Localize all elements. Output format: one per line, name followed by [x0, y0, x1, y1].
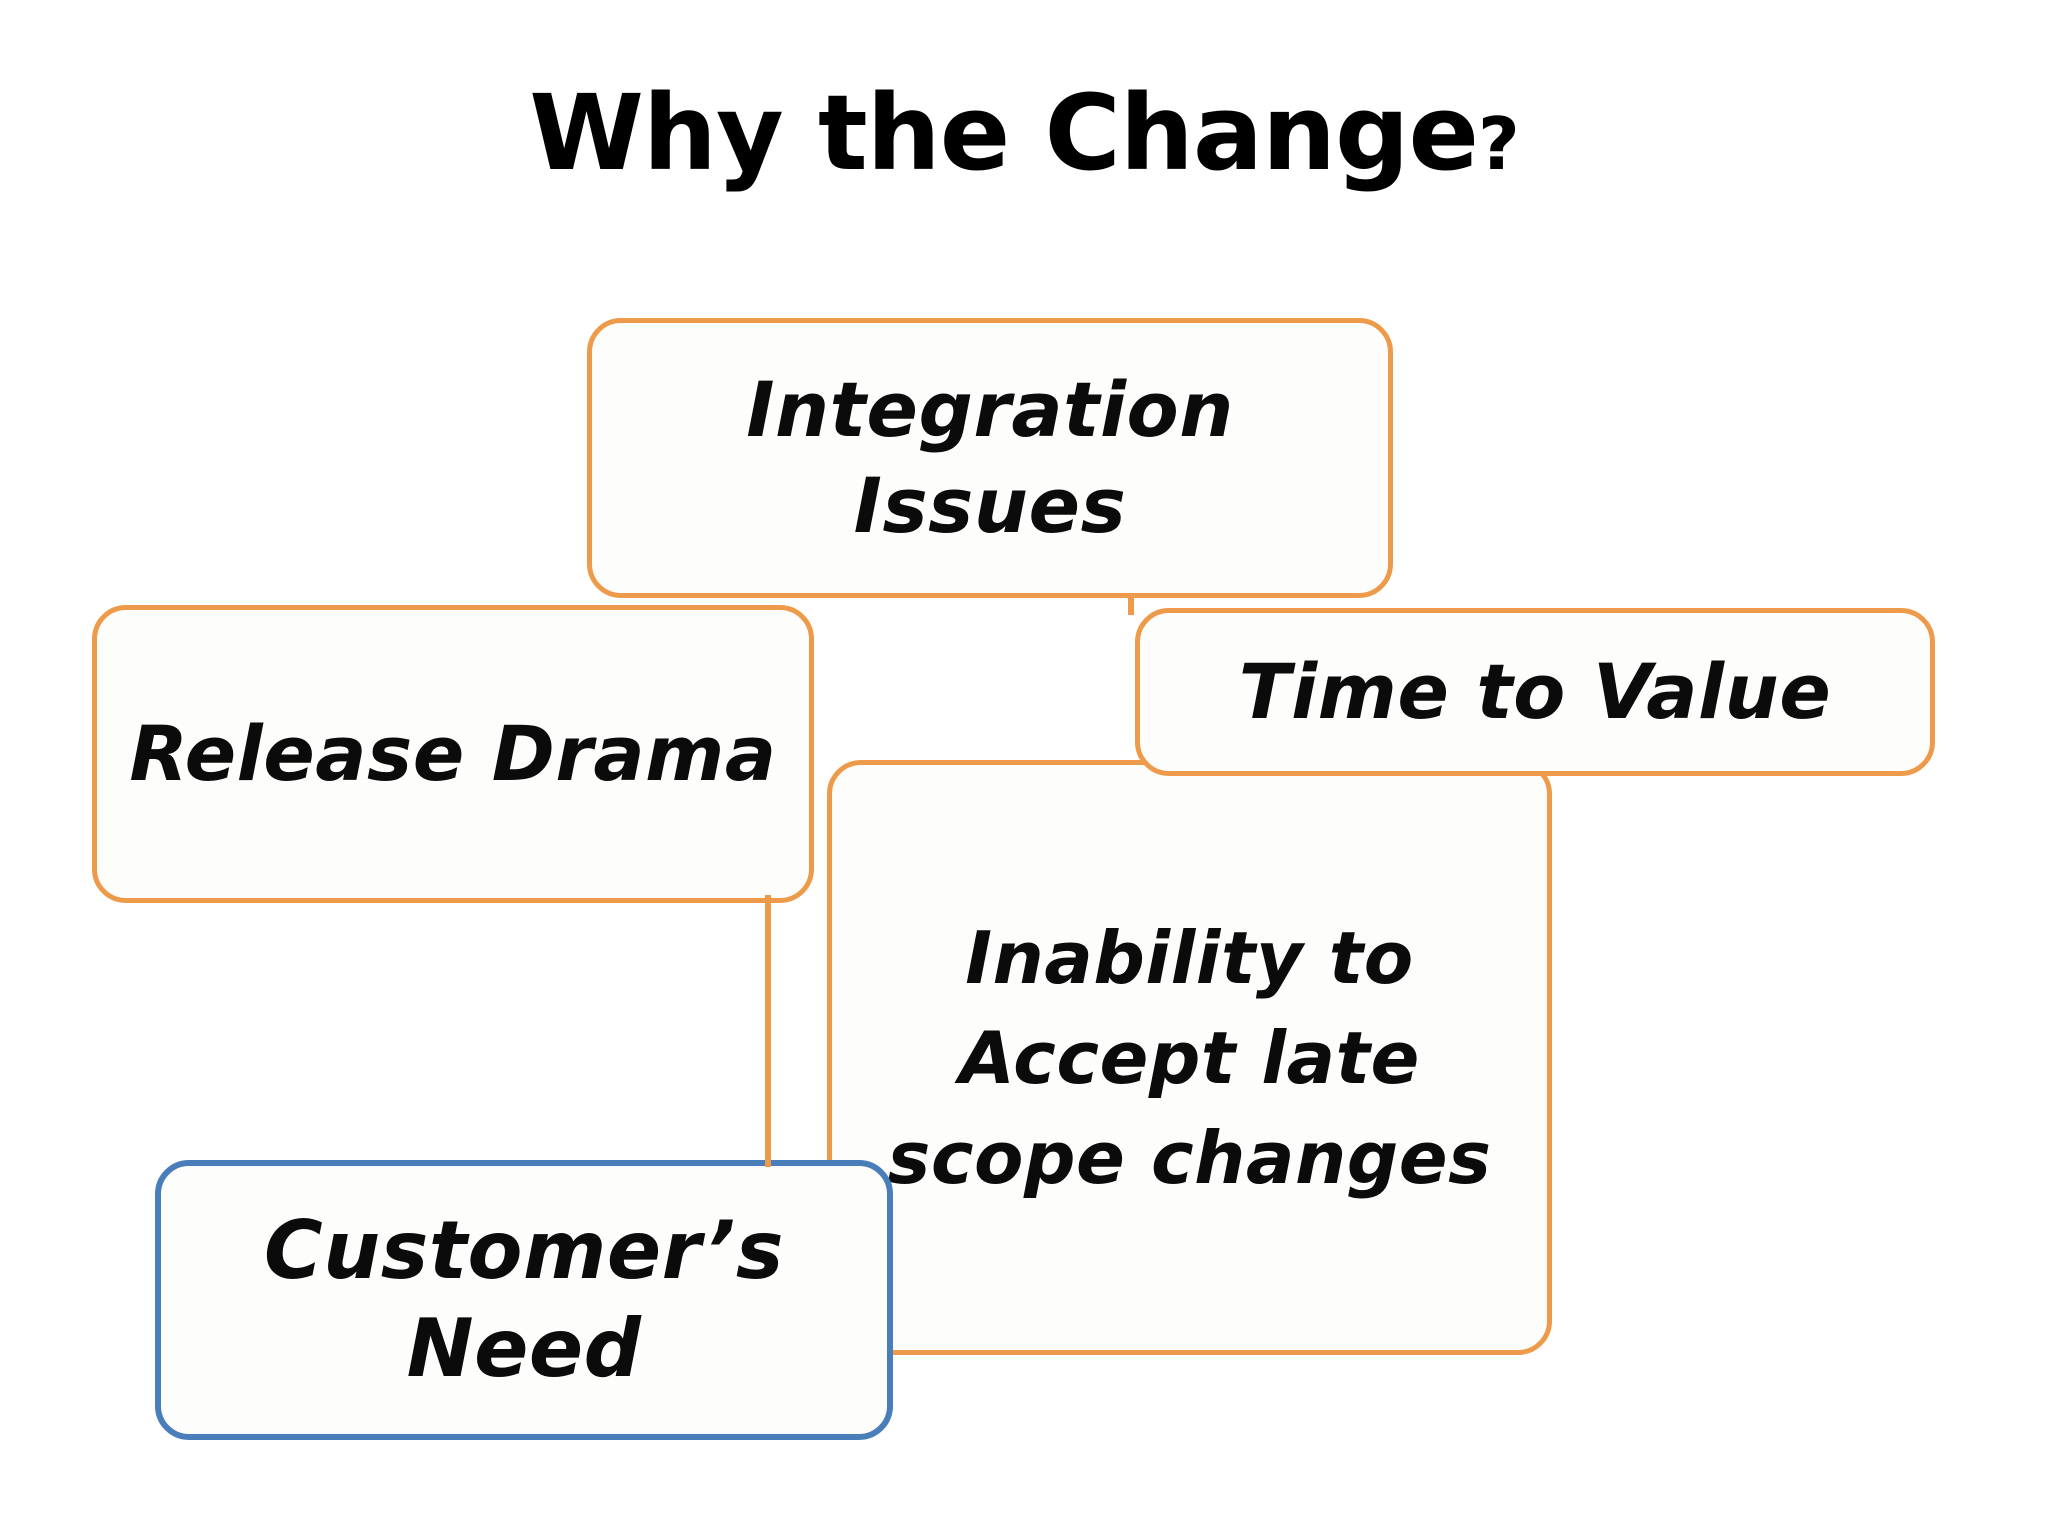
node-time-to-value[interactable]: Time to Value [1135, 608, 1935, 776]
node-customers-need[interactable]: Customer’s Need [155, 1160, 893, 1440]
node-customers-need-label: Customer’s Need [264, 1204, 784, 1395]
node-integration-issues-label: Integration Issues [746, 365, 1234, 550]
connector-integration-to-time-to-value [1128, 593, 1134, 615]
node-release-drama-label: Release Drama [129, 709, 777, 798]
page-title: Why the Change? [0, 78, 2048, 199]
node-time-to-value-label: Time to Value [1238, 647, 1832, 736]
node-inability-label: Inability to Accept late scope changes [887, 915, 1492, 1200]
node-release-drama[interactable]: Release Drama [92, 605, 814, 903]
node-inability-accept-late-scope-changes[interactable]: Inability to Accept late scope changes [827, 760, 1552, 1355]
node-integration-issues[interactable]: Integration Issues [587, 318, 1393, 598]
page-title-question-mark: ? [1478, 102, 1520, 186]
connector-release-drama-to-customers-need [765, 895, 771, 1167]
page-title-text: Why the Change [529, 72, 1479, 194]
